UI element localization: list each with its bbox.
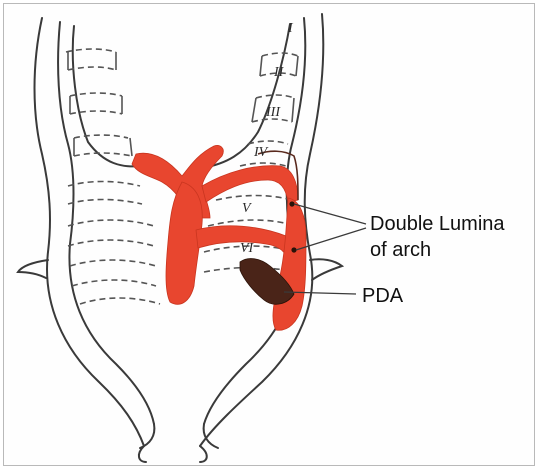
central-trunk	[166, 182, 202, 304]
label-of-arch: of arch	[370, 239, 431, 261]
arch-numeral-vi: VI	[240, 241, 255, 256]
arch-numeral-iii: III	[265, 105, 281, 120]
left-arch-segments	[66, 49, 160, 304]
label-pda: PDA	[362, 285, 404, 307]
arch-numeral-i: I	[287, 21, 294, 36]
arch-numeral-ii: II	[273, 65, 285, 80]
arch-numeral-v: V	[242, 201, 252, 216]
descending-aorta	[273, 198, 306, 330]
diagram-frame: I II III IV V VI Double Lumina of arch P…	[3, 3, 535, 466]
lumen-dot-upper	[289, 201, 294, 206]
aortic-arch-diagram: I II III IV V VI Double Lumina of arch P…	[4, 4, 536, 467]
left-outer-wall	[35, 18, 145, 446]
arch-iv	[202, 166, 298, 202]
label-double-lumina: Double Lumina	[370, 213, 505, 235]
lumen-dot-lower	[291, 247, 296, 252]
arch-numeral-iv: IV	[253, 145, 269, 160]
